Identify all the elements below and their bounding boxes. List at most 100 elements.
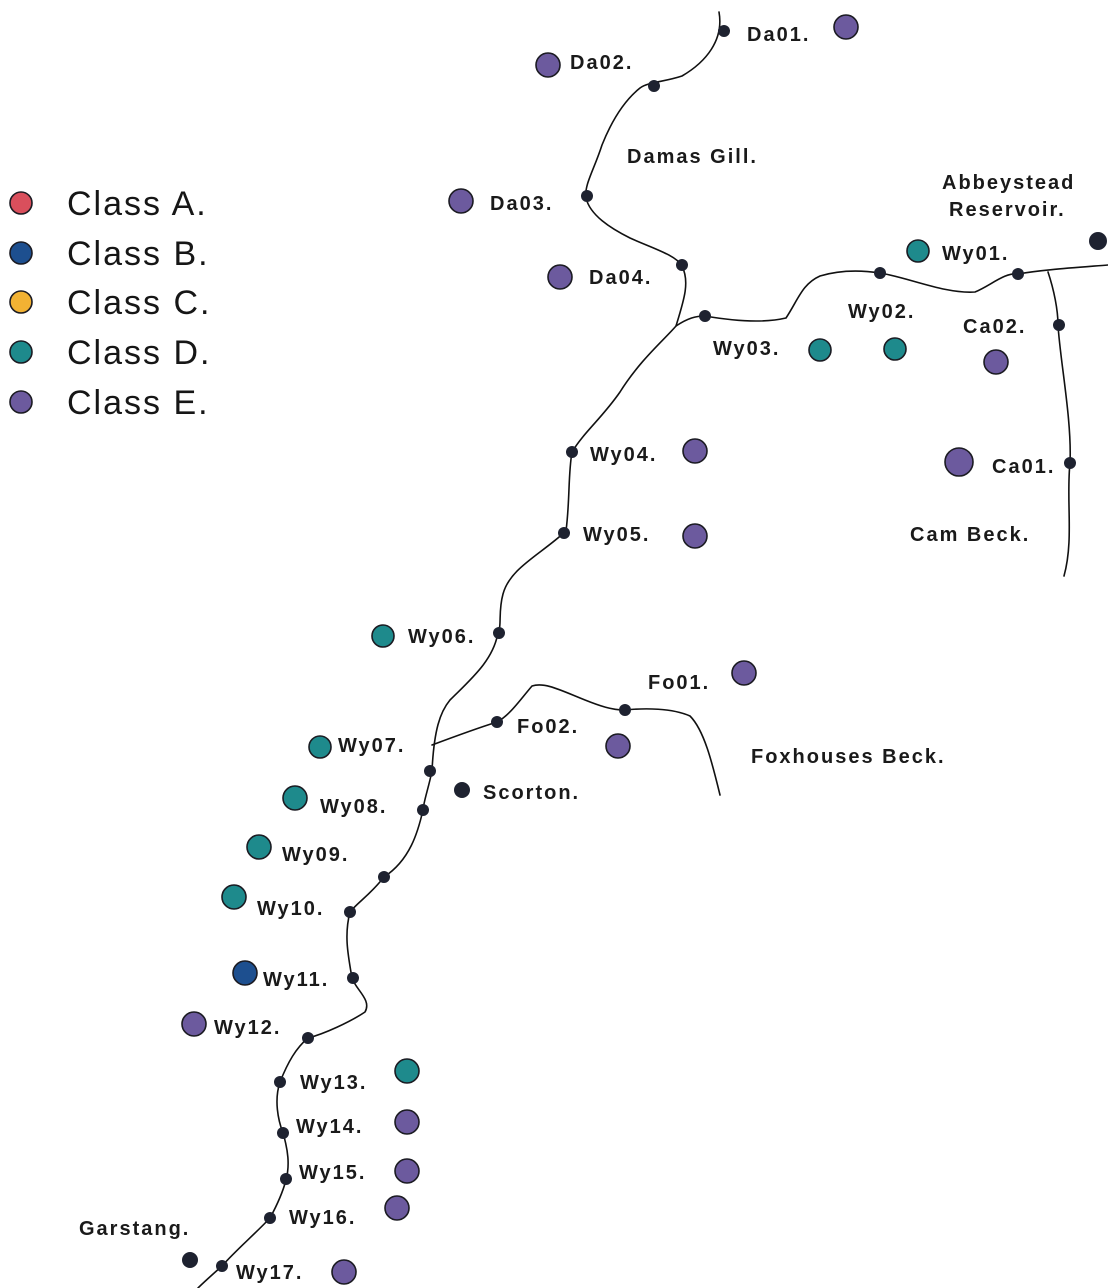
site-marker-fo02 (605, 733, 631, 759)
site-marker-da01 (833, 14, 859, 40)
site-label-wy02: Wy02. (848, 301, 915, 323)
node-wy12 (302, 1032, 314, 1044)
site-marker-wy10 (221, 884, 247, 910)
node-wy01 (1012, 268, 1024, 280)
legend-swatch-class-d (9, 340, 33, 364)
site-marker-ca02 (983, 349, 1009, 375)
site-label-wy13: Wy13. (300, 1072, 367, 1094)
node-da03 (581, 190, 593, 202)
node-da02 (648, 80, 660, 92)
site-marker-fo01 (731, 660, 757, 686)
label-scorton: Scorton. (483, 782, 580, 804)
site-label-wy12: Wy12. (214, 1017, 281, 1039)
river-foxhouses-beck (431, 684, 721, 796)
node-ca01 (1064, 457, 1076, 469)
legend-swatch-class-b (9, 241, 33, 265)
node-wy02 (874, 267, 886, 279)
site-label-wy16: Wy16. (289, 1207, 356, 1229)
node-ca02 (1053, 319, 1065, 331)
legend-label-class-a: Class A. (67, 185, 208, 223)
site-label-wy17: Wy17. (236, 1262, 303, 1284)
site-marker-wy03 (808, 338, 832, 362)
node-wy07 (424, 765, 436, 777)
node-confluence (699, 310, 711, 322)
node-abbeystead (1089, 232, 1107, 250)
site-label-da04: Da04. (589, 267, 652, 289)
node-garstang (182, 1252, 198, 1268)
site-label-wy08: Wy08. (320, 796, 387, 818)
river-main (197, 11, 721, 1288)
node-wy14 (277, 1127, 289, 1139)
node-wy11 (347, 972, 359, 984)
site-label-wy14: Wy14. (296, 1116, 363, 1138)
site-marker-da02 (535, 52, 561, 78)
site-label-fo01: Fo01. (648, 672, 710, 694)
site-marker-wy04 (682, 438, 708, 464)
node-wy04 (566, 446, 578, 458)
node-fo01 (619, 704, 631, 716)
legend-label-class-b: Class B. (67, 235, 210, 273)
node-wy09 (378, 871, 390, 883)
site-marker-wy09 (246, 834, 272, 860)
node-fo02 (491, 716, 503, 728)
site-labels: Da01. Da02. Da03. Da04. Wy01. Wy02. Wy03… (214, 24, 1055, 1284)
node-wy10 (344, 906, 356, 918)
river-nodes (182, 25, 1107, 1272)
site-marker-wy16 (384, 1195, 410, 1221)
label-foxhouses-beck: Foxhouses Beck. (751, 746, 946, 768)
site-label-ca02: Ca02. (963, 316, 1026, 338)
site-marker-wy02 (883, 337, 907, 361)
site-marker-ca01 (944, 447, 974, 477)
site-label-wy01: Wy01. (942, 243, 1009, 265)
label-reservoir: Reservoir. (949, 199, 1066, 221)
node-wy15 (280, 1173, 292, 1185)
site-marker-wy06 (371, 624, 395, 648)
site-marker-wy07 (308, 735, 332, 759)
sampling-sites (181, 14, 1009, 1285)
node-wy06 (493, 627, 505, 639)
node-scorton (454, 782, 470, 798)
site-marker-wy14 (394, 1109, 420, 1135)
site-label-wy07: Wy07. (338, 735, 405, 757)
legend-label-class-e: Class E. (67, 384, 210, 422)
site-label-wy05: Wy05. (583, 524, 650, 546)
site-label-da03: Da03. (490, 193, 553, 215)
site-marker-wy05 (682, 523, 708, 549)
node-da01 (718, 25, 730, 37)
site-label-ca01: Ca01. (992, 456, 1055, 478)
site-label-wy15: Wy15. (299, 1162, 366, 1184)
site-marker-da04 (547, 264, 573, 290)
site-marker-wy11 (232, 960, 258, 986)
site-label-wy04: Wy04. (590, 444, 657, 466)
legend-swatch-class-e (9, 390, 33, 414)
site-marker-wy17 (331, 1259, 357, 1285)
site-label-fo02: Fo02. (517, 716, 579, 738)
node-wy08 (417, 804, 429, 816)
site-marker-wy01 (906, 239, 930, 263)
site-label-da01: Da01. (747, 24, 810, 46)
legend: Class A. Class B. Class C. Class D. Clas… (9, 185, 211, 422)
site-label-wy03: Wy03. (713, 338, 780, 360)
label-garstang: Garstang. (79, 1218, 190, 1240)
place-labels: Damas Gill. Abbeystead Reservoir. Cam Be… (79, 146, 1075, 1240)
site-label-wy11: Wy11. (263, 969, 329, 991)
node-wy16 (264, 1212, 276, 1224)
legend-swatch-class-a (9, 191, 33, 215)
label-damas-gill: Damas Gill. (627, 146, 758, 168)
legend-swatch-class-c (9, 290, 33, 314)
site-marker-da03 (448, 188, 474, 214)
river-cam-beck (1047, 271, 1072, 577)
site-marker-wy12 (181, 1011, 207, 1037)
node-wy05 (558, 527, 570, 539)
site-label-wy06: Wy06. (408, 626, 475, 648)
site-marker-wy08 (282, 785, 308, 811)
node-da04 (676, 259, 688, 271)
label-cam-beck: Cam Beck. (910, 524, 1030, 546)
site-label-wy10: Wy10. (257, 898, 324, 920)
node-wy17 (216, 1260, 228, 1272)
label-abbeystead: Abbeystead (942, 172, 1075, 194)
node-wy13 (274, 1076, 286, 1088)
legend-label-class-d: Class D. (67, 334, 211, 372)
legend-label-class-c: Class C. (67, 284, 211, 322)
